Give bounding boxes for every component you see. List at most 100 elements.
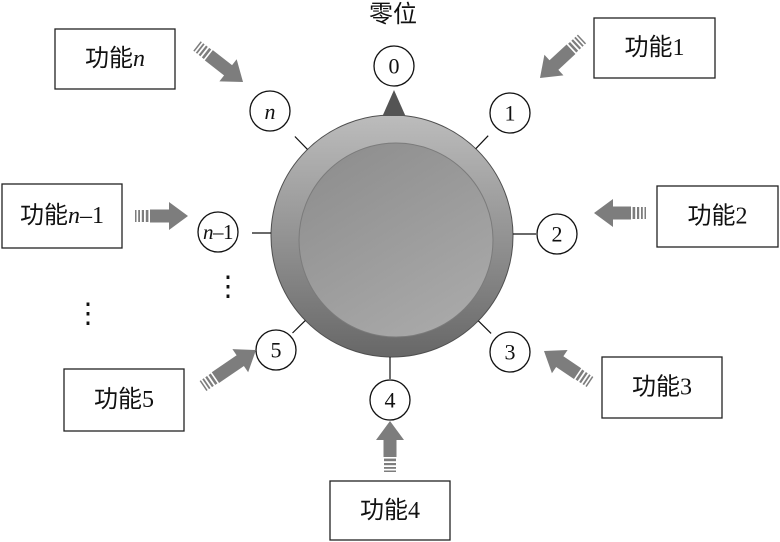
position-label: 3 (505, 340, 516, 365)
position-label: n (265, 99, 276, 124)
arrow-shaft (548, 44, 576, 72)
variable-n: n (203, 220, 213, 244)
arrow-to-position-n-minus-1 (135, 202, 188, 230)
position-circle (255, 329, 297, 371)
arrow-tail-stripe (568, 41, 579, 53)
function-box-frame (601, 356, 723, 419)
arrow-tail-stripe (201, 47, 212, 59)
arrow-shaft (211, 354, 246, 383)
function-box-2: 功能2 (656, 185, 779, 248)
position-circle (489, 331, 531, 373)
arrow-head (376, 421, 404, 440)
arrow-tail-stripe (384, 470, 396, 472)
arrow-head (540, 54, 564, 79)
arrow-shaft (554, 355, 582, 380)
arrow-tail-stripe (585, 376, 594, 387)
function-label: 功能n (85, 45, 145, 72)
tick-3 (477, 320, 492, 334)
function-label: 功能3 (632, 374, 692, 401)
position-3: 3 (489, 331, 531, 373)
tick-5 (292, 319, 306, 334)
function-box-1: 功能1 (593, 17, 716, 79)
position-circle (489, 92, 531, 134)
label-part: 功能 (20, 202, 68, 229)
position-label: n–1 (203, 220, 233, 244)
arrow-tail-stripe (384, 462, 396, 466)
position-1: 1 (489, 92, 531, 134)
arrow-tail-stripe (637, 207, 640, 219)
function-label: 功能4 (360, 497, 420, 524)
function-box-frame (54, 28, 176, 90)
function-box-frame (63, 368, 185, 432)
arrow-to-position-n (193, 41, 243, 82)
arrow-head (232, 349, 257, 373)
function-label: 功能5 (94, 386, 154, 413)
arrow-head (544, 350, 568, 374)
arrow-tail-stripe (135, 210, 137, 222)
arrow-head (219, 59, 243, 82)
function-box-n-minus-1: 功能n–1 (1, 183, 123, 249)
arrow-head (594, 199, 613, 227)
function-box-5: 功能5 (63, 368, 185, 432)
arrow-tail-stripe (576, 34, 587, 45)
arrow-tail-stripe (571, 39, 582, 50)
arrow-tail-stripe (384, 467, 396, 469)
arrow-tail-stripe (632, 207, 636, 219)
label-part: 功能 (85, 45, 133, 72)
position-circle (249, 90, 291, 132)
arrow-tail-stripe (384, 458, 396, 462)
zero-pointer-triangle (382, 90, 406, 116)
arrow-tail-stripe (579, 371, 588, 384)
arrow-head (169, 202, 188, 230)
arrow-shaft (611, 206, 631, 220)
arrow-tail-stripe (145, 210, 149, 222)
variable-n: n (68, 203, 80, 229)
arrow-tail-stripe (205, 375, 214, 388)
vertical-ellipsis-inner: ⋮ (214, 270, 242, 303)
arrow-to-position-5 (199, 349, 257, 391)
arrow-to-position-4 (376, 421, 404, 472)
arrow-tail-stripe (141, 210, 144, 222)
position-label: 1 (505, 101, 516, 126)
arrow-tail-stripe (202, 378, 211, 390)
position-0: 0 (373, 45, 415, 87)
vertical-ellipsis-outer: ⋮ (74, 297, 102, 330)
position-label: 4 (385, 388, 396, 413)
function-box-frame (1, 183, 123, 249)
arrow-to-position-3 (544, 350, 594, 387)
arrow-tail-stripe (208, 373, 218, 385)
function-box-n: 功能n (54, 28, 176, 90)
function-box-3: 功能3 (601, 356, 723, 419)
position-circle (373, 45, 415, 87)
position-label: 5 (271, 338, 282, 363)
variable-n: n (265, 99, 276, 124)
arrow-tail-stripe (574, 36, 584, 47)
arrow-to-position-1 (540, 34, 587, 79)
function-box-frame (329, 480, 451, 541)
function-label: 功能n–1 (20, 202, 104, 229)
function-box-frame (593, 17, 716, 79)
knob-face (298, 142, 494, 338)
arrow-tail-stripe (199, 380, 208, 391)
position-n: n (249, 90, 291, 132)
arrow-shaft (150, 209, 171, 223)
arrow-to-position-2 (594, 199, 646, 227)
position-5: 5 (255, 329, 297, 371)
function-label: 功能2 (688, 203, 748, 230)
position-circle (369, 379, 411, 421)
function-label: 功能1 (625, 34, 685, 61)
position-4: 4 (369, 379, 411, 421)
arrow-tail-stripe (641, 207, 643, 219)
label-part: –1 (79, 203, 104, 229)
position-label: 0 (389, 54, 400, 79)
arrow-tail-stripe (644, 207, 646, 219)
arrow-tail-stripe (575, 369, 585, 381)
arrow-shaft (383, 438, 397, 457)
arrow-tail-stripe (138, 210, 140, 222)
arrow-tail-stripe (582, 374, 591, 386)
function-box-frame (656, 185, 779, 248)
position-2: 2 (536, 213, 578, 255)
arrow-shaft (204, 50, 234, 77)
label-part: –1 (212, 220, 233, 244)
